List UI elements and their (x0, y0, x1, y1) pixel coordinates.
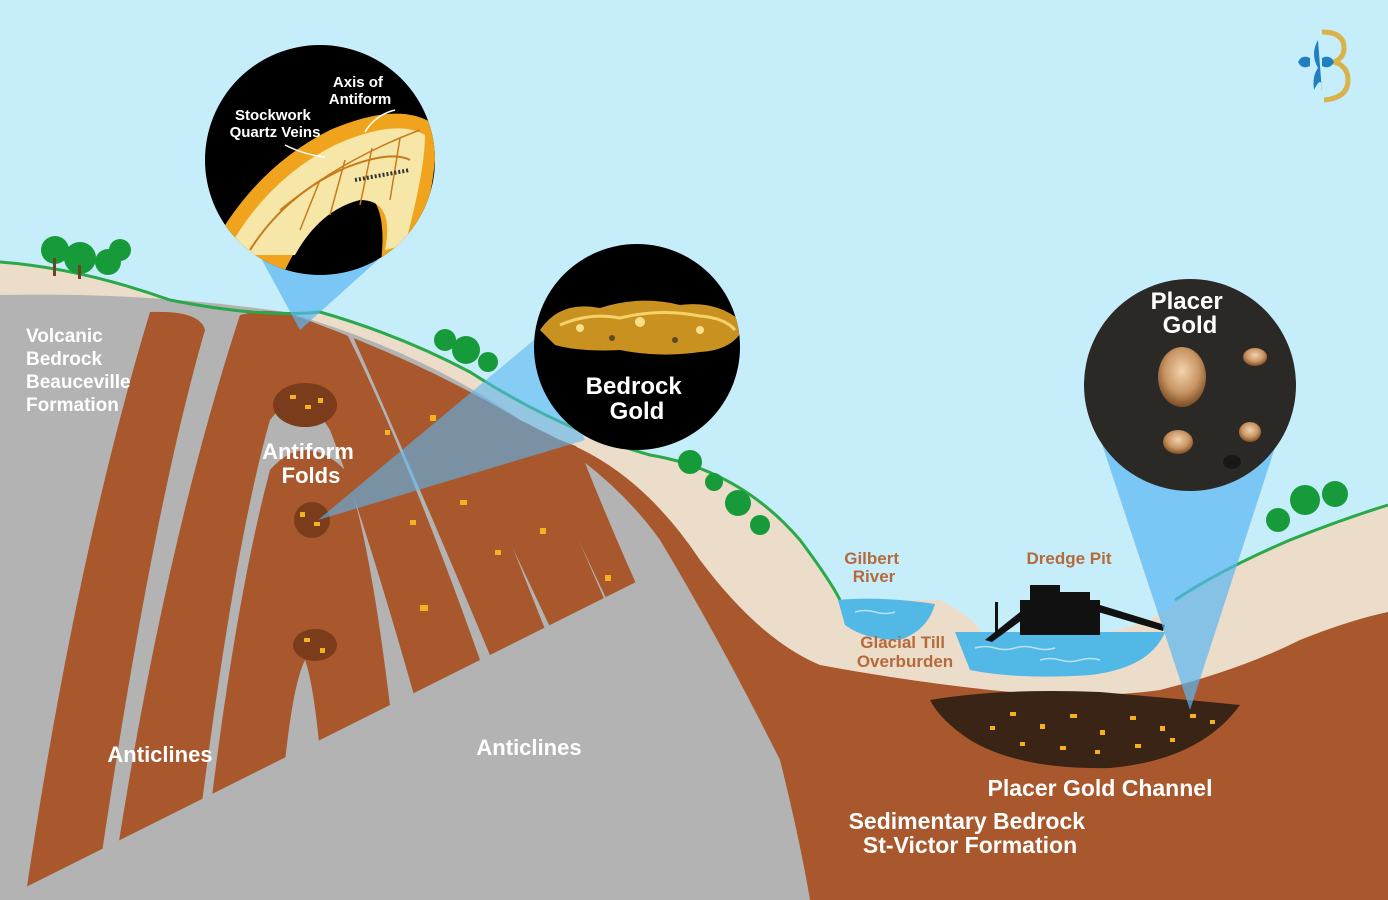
dredge-icon (985, 585, 1165, 642)
stockwork-arrow (284, 144, 326, 158)
callout-cone-bedrock-gold (318, 335, 585, 520)
placer-gold-flakes (990, 712, 1215, 754)
antiform-folds-label: Antiform Folds (262, 439, 360, 488)
bedrock-gold-label: Bedrock Gold (586, 373, 689, 425)
axis-arrow (364, 109, 396, 133)
bedrock-gold-inset: Bedrock Gold (534, 244, 740, 450)
tree-cluster-lower (678, 450, 770, 535)
anticlines-left-label: Anticlines (107, 742, 212, 767)
gilbert-river-water (838, 598, 935, 640)
placer-gold-label: Placer Gold (1151, 288, 1230, 339)
dredge-pit-water (955, 632, 1165, 677)
dredge-pit-label: Dredge Pit (1026, 549, 1111, 568)
gilbert-river-label: Gilbert River (844, 549, 904, 586)
placer-gold-channel (930, 691, 1240, 769)
fleur-de-lis-b-logo-icon (1298, 29, 1351, 103)
volcanic-bedrock-label: Volcanic Bedrock Beauceville Formation (26, 326, 136, 416)
grass-line (0, 260, 842, 601)
gold-clusters (273, 383, 611, 661)
anticlines-right-label: Anticlines (476, 735, 581, 760)
antiform-inset: Axis of Antiform Stockwork Quartz Veins (205, 45, 435, 275)
water-ripples (854, 609, 1101, 663)
axis-of-antiform-label: Axis of Antiform (329, 74, 392, 108)
sedimentary-bedrock-label: Sedimentary Bedrock St-Victor Formation (849, 808, 1092, 858)
stockwork-label: Stockwork Quartz Veins (230, 107, 321, 141)
trees (41, 236, 1348, 535)
tree-cluster-mid (434, 329, 498, 372)
callout-cone-axis (262, 260, 378, 330)
placer-gold-channel-label: Placer Gold Channel (988, 775, 1213, 801)
tree-cluster-left (41, 236, 131, 279)
glacial-till-label: Glacial Till Overburden (857, 633, 953, 671)
placer-nuggets (1158, 347, 1267, 469)
placer-gold-inset: Placer Gold (1084, 279, 1296, 491)
callout-cone-placer (1098, 432, 1280, 710)
tree-cluster-right (1266, 481, 1348, 532)
